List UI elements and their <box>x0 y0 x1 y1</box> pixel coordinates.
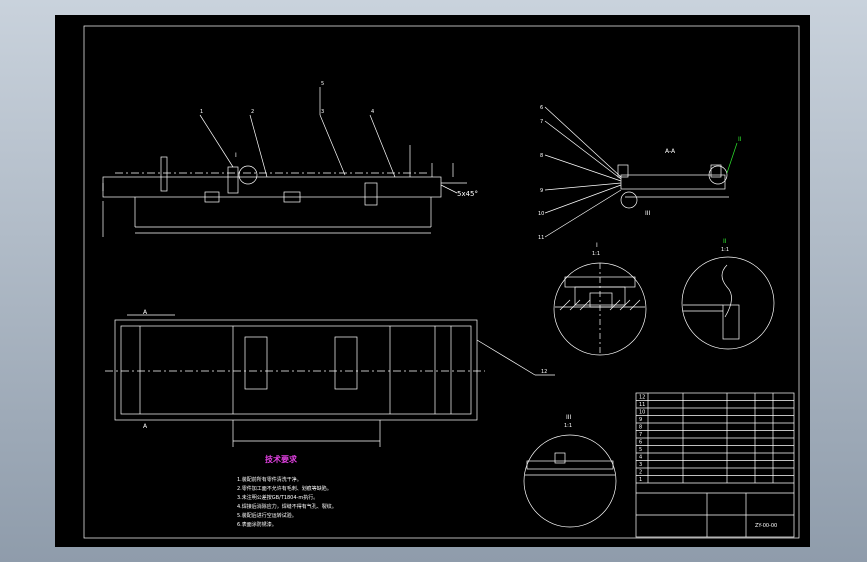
tech-req-line-2: 2.零件加工面不允许有毛刺、划痕等缺陷。 <box>237 485 332 492</box>
parts-list-number: 2 <box>639 470 642 476</box>
detail-ii-view <box>681 256 775 350</box>
front-view <box>102 87 467 237</box>
parts-list-number: 10 <box>639 410 645 416</box>
detail-iii-scale: 1:1 <box>564 423 572 429</box>
section-view <box>544 106 738 238</box>
part-label-3: 3 <box>321 109 324 115</box>
chamfer-note: 5x45° <box>457 190 478 198</box>
tech-req-line-4: 4.焊接后消除应力，焊缝不得有气孔、裂纹。 <box>237 503 337 510</box>
tech-req-line-1: 1.装配前所有零件清洗干净。 <box>237 476 302 483</box>
parts-list-number: 11 <box>639 402 645 408</box>
detail-i-circle <box>238 165 258 185</box>
parts-list-number: 9 <box>639 417 642 423</box>
tech-req-line-5: 5.装配后进行空运转试验。 <box>237 512 297 519</box>
detail-i-title: I <box>596 242 598 249</box>
part-label-10: 10 <box>538 211 544 217</box>
detail-ii-circle <box>708 165 728 185</box>
section-view-title: A-A <box>665 148 676 155</box>
detail-iii-view <box>523 434 617 528</box>
detail-i-scale: 1:1 <box>592 251 600 257</box>
parts-list-table <box>635 392 795 538</box>
detail-iii-title: III <box>566 414 572 421</box>
parts-list-number: 6 <box>639 440 642 446</box>
parts-list-number: 5 <box>639 447 642 453</box>
part-label-12: 12 <box>541 369 547 375</box>
detail-iii-circle <box>620 191 638 209</box>
parts-list-number: 3 <box>639 462 642 468</box>
detail-ii-title: II <box>723 238 727 245</box>
part-label-6: 6 <box>540 105 543 111</box>
part-label-1: 1 <box>200 109 203 115</box>
detail-i-view <box>553 262 647 356</box>
part-label-2: 2 <box>251 109 254 115</box>
parts-list-number: 12 <box>639 395 645 401</box>
part-label-8: 8 <box>540 153 543 159</box>
drawing-sheet: 5x45° 1 2 5 3 4 I A-A 6 7 8 9 10 11 II I… <box>55 15 810 547</box>
cad-drawing: 5x45° 1 2 5 3 4 I A-A 6 7 8 9 10 11 II I… <box>83 25 800 539</box>
parts-list-number: 1 <box>639 477 642 483</box>
part-label-5: 5 <box>321 81 324 87</box>
detail-i-callout: I <box>235 152 237 159</box>
drawing-border <box>83 25 800 539</box>
drawing-code: ZY-00-00 <box>755 523 777 529</box>
detail-ii-scale: 1:1 <box>721 247 729 253</box>
detail-ii-callout: II <box>738 136 742 143</box>
part-label-7: 7 <box>540 119 543 125</box>
part-label-9: 9 <box>540 188 543 194</box>
detail-iii-callout: III <box>645 210 651 217</box>
parts-list-number: 8 <box>639 425 642 431</box>
tech-req-line-6: 6.表面涂防锈漆。 <box>237 521 277 528</box>
tech-req-line-3: 3.未注明公差按GB/T1804-m执行。 <box>237 494 318 501</box>
plan-view <box>105 314 555 447</box>
parts-list-number: 4 <box>639 455 642 461</box>
section-marker-bottom: A <box>143 423 148 430</box>
section-marker-top: A <box>143 309 148 316</box>
part-label-11: 11 <box>538 235 544 241</box>
parts-list-number: 7 <box>639 432 642 438</box>
tech-requirements-title: 技术要求 <box>265 454 298 464</box>
part-label-4: 4 <box>371 109 374 115</box>
